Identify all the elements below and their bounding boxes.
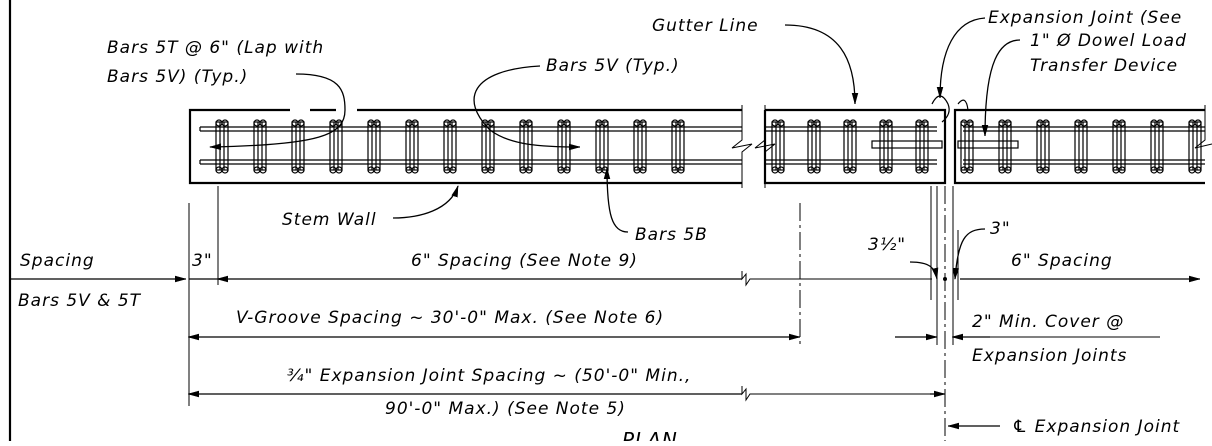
annotation-labels: Bars 5T @ 6" (Lap with Bars 5V) (Typ.) B… (18, 8, 1187, 446)
dimension-lines (10, 228, 1200, 426)
label-bars-5v-5t: Bars 5V & 5T (18, 291, 142, 311)
stirrup (519, 119, 533, 174)
stirrup (1074, 119, 1088, 174)
label-bars-5t: Bars 5T @ 6" (Lap with (107, 38, 324, 58)
extension-lines (188, 186, 959, 441)
label-dowel-line2: Transfer Device (1030, 56, 1178, 76)
label-gutter-line: Gutter Line (652, 16, 759, 36)
label-bars-5b: Bars 5B (635, 225, 708, 245)
label-expansion-joint: Expansion Joint (See (988, 8, 1182, 28)
label-spacing: Spacing (20, 251, 95, 271)
label-dim-3-right: 3" (990, 219, 1011, 239)
stirrup (915, 119, 929, 174)
label-6-spacing: 6" Spacing (1011, 251, 1113, 271)
stirrup (879, 119, 893, 174)
stirrup (1112, 119, 1126, 174)
stirrup (633, 119, 647, 174)
label-exp-joint-spacing-line1: ¾" Expansion Joint Spacing ~ (50'-0" Min… (287, 366, 691, 386)
label-min-cover-line2: Expansion Joints (972, 346, 1127, 366)
stirrup (998, 119, 1012, 174)
stirrup (291, 119, 305, 174)
plan-title: PLAN (622, 428, 678, 441)
longitudinal-bars (199, 126, 1205, 165)
stirrup (443, 119, 457, 174)
label-bars-5t-line2: Bars 5V) (Typ.) (107, 67, 248, 87)
label-vgroove-spacing: V-Groove Spacing ~ 30'-0" Max. (See Note… (236, 308, 664, 328)
label-bars-5v: Bars 5V (Typ.) (546, 56, 680, 76)
label-cl-expansion-joint: ℄ Expansion Joint (1012, 417, 1181, 437)
stem-wall-outline (188, 105, 1212, 188)
stirrup (771, 119, 785, 174)
stirrup (807, 119, 821, 174)
leaders (210, 17, 1021, 233)
label-dim-3-half: 3½" (868, 235, 906, 255)
stirrup-bars (215, 119, 1202, 174)
label-exp-joint-spacing-line2: 90'-0" Max.) (See Note 5) (385, 399, 626, 419)
stirrup (405, 119, 419, 174)
label-dim-3-left: 3" (192, 251, 213, 271)
stirrup (1150, 119, 1164, 174)
label-dowel-line1: 1" Ø Dowel Load (1030, 31, 1187, 51)
label-6-spacing-note9: 6" Spacing (See Note 9) (411, 251, 638, 271)
stirrup (329, 119, 343, 174)
stirrup (671, 119, 685, 174)
stirrup (843, 119, 857, 174)
dowel-load-transfer-device (871, 95, 1019, 149)
stirrup (253, 119, 267, 174)
stirrup (960, 119, 974, 174)
label-stem-wall: Stem Wall (282, 210, 377, 230)
stirrup (367, 119, 381, 174)
label-min-cover-line1: 2" Min. Cover @ (972, 312, 1124, 332)
stirrup (1188, 119, 1202, 174)
stirrup (595, 119, 609, 174)
stirrup (1036, 119, 1050, 174)
